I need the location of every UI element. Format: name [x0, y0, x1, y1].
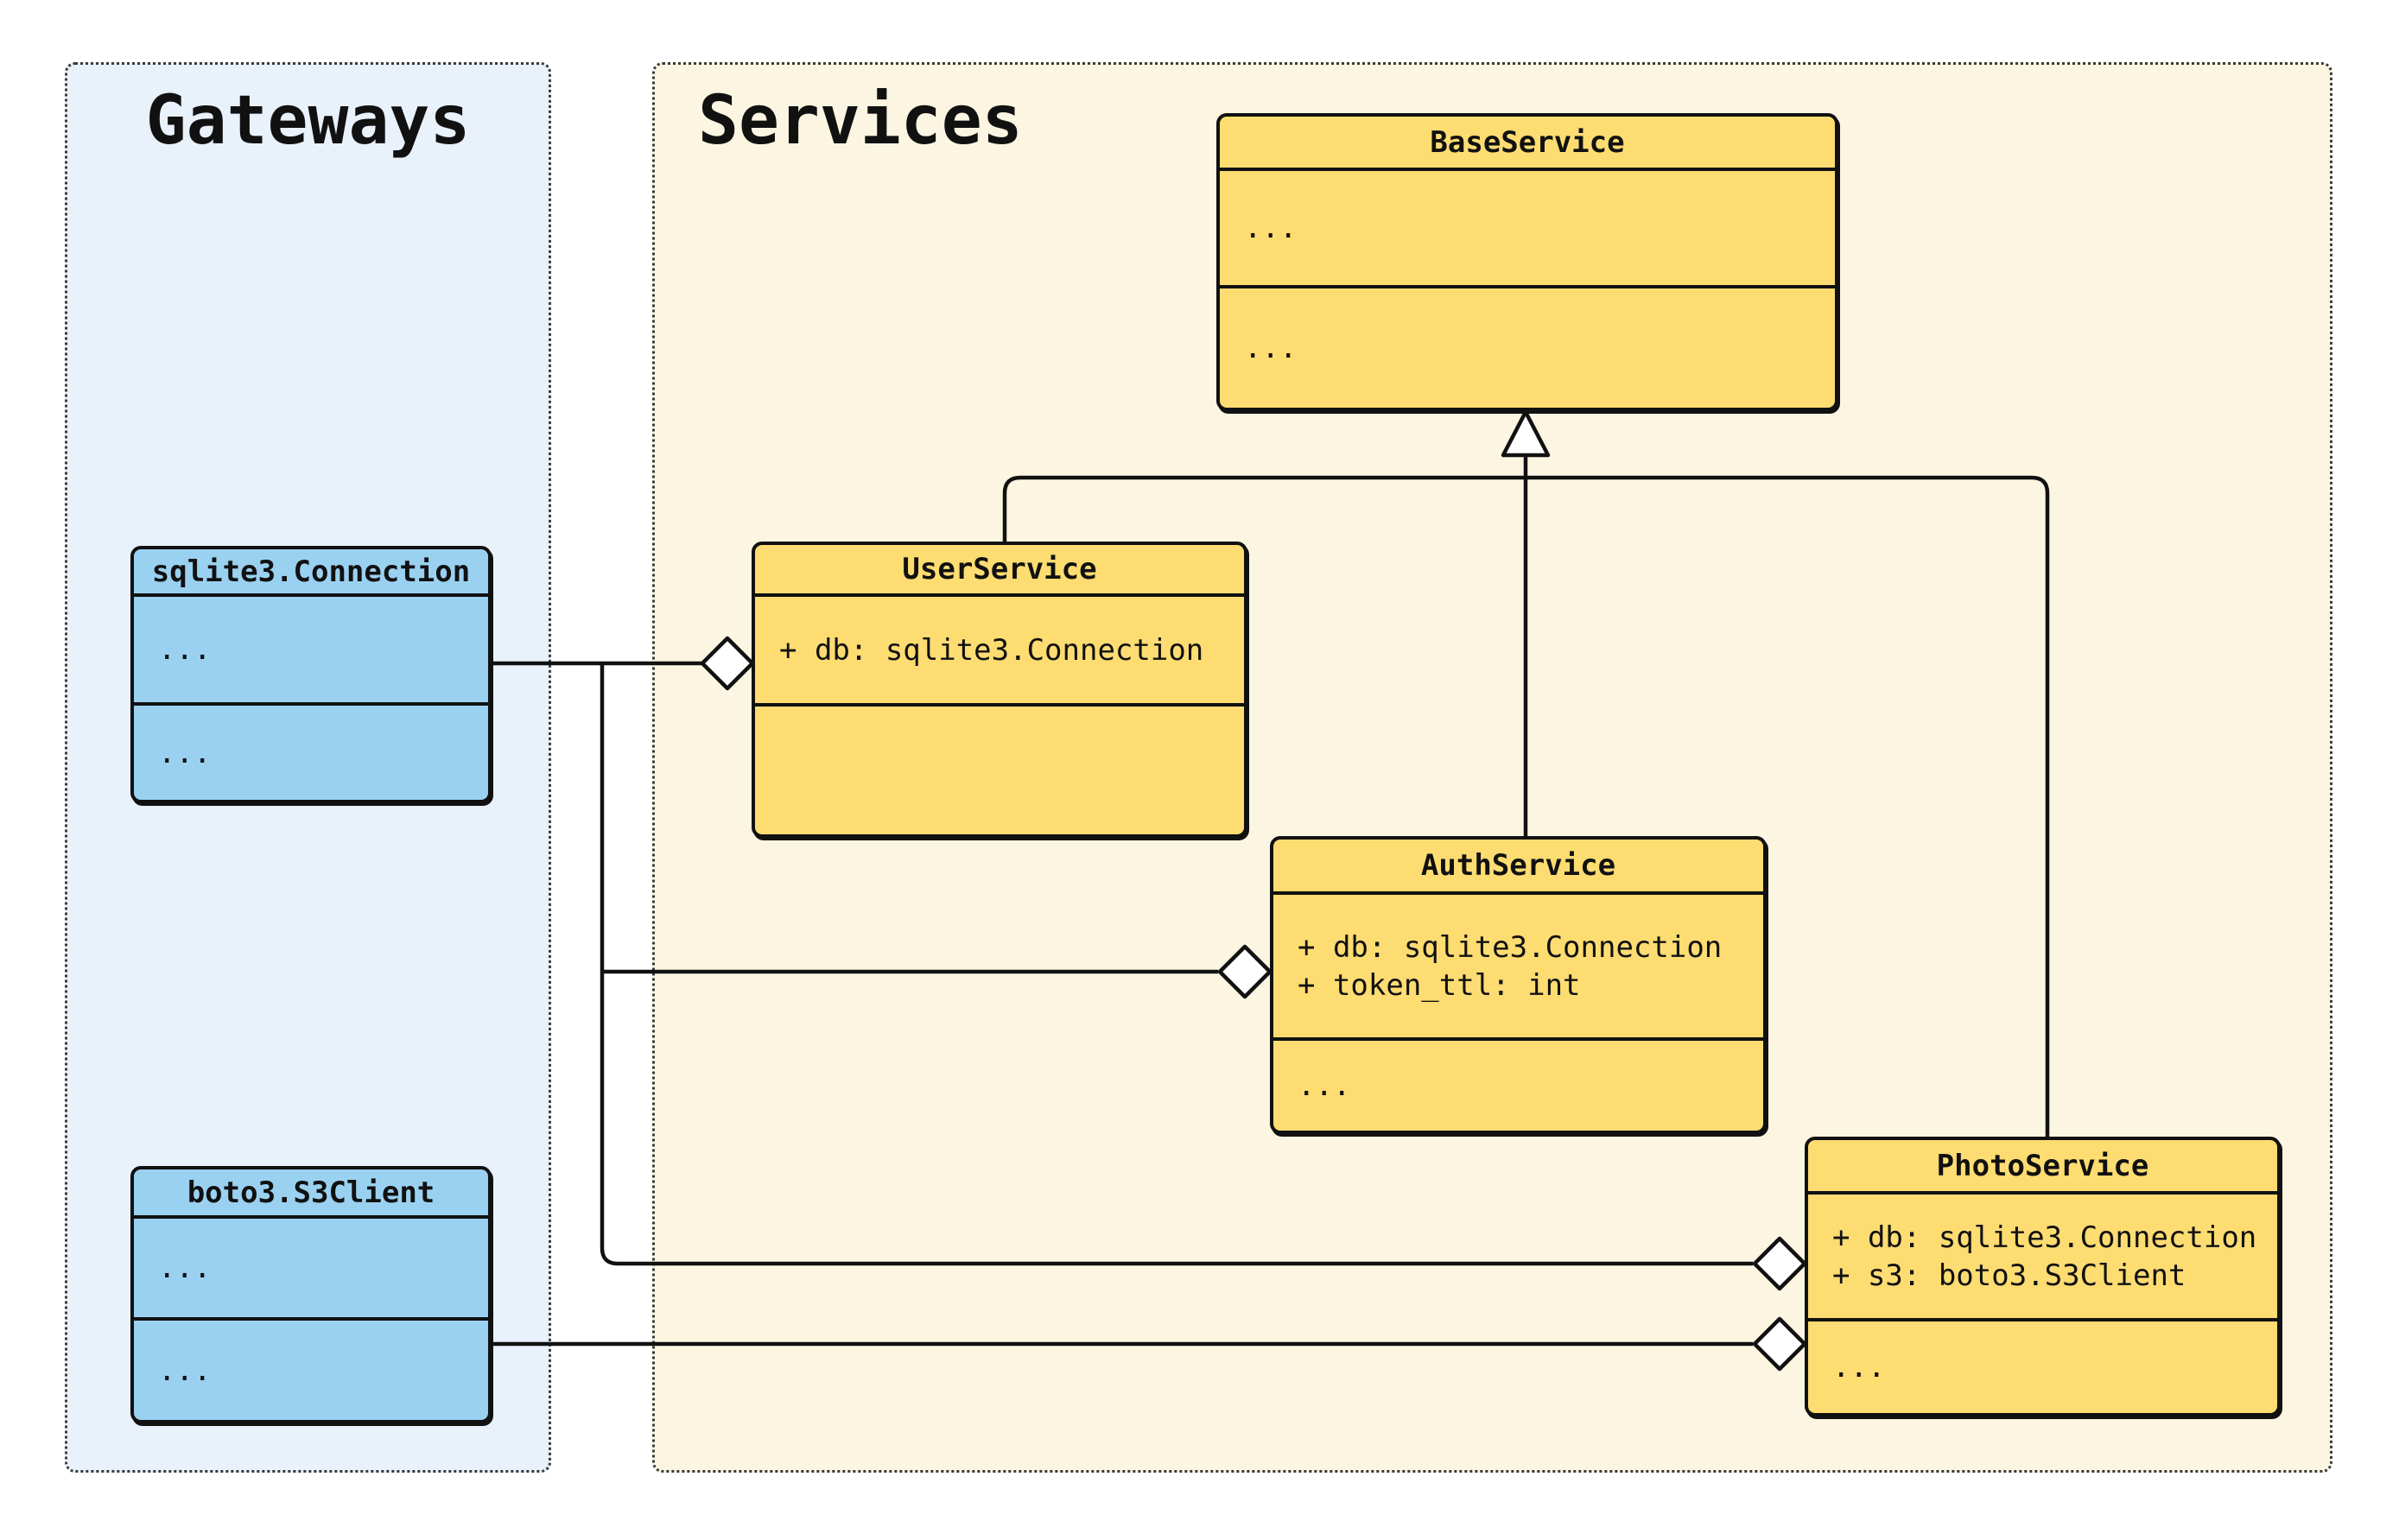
class-title: PhotoService — [1808, 1140, 2277, 1195]
class-title: UserService — [755, 545, 1244, 597]
class-attribute: + db: sqlite3.Connection — [779, 632, 1204, 668]
class-attribute: + token_ttl: int — [1298, 967, 1581, 1003]
class-attribute: + s3: boto3.S3Client — [1832, 1258, 2186, 1293]
class-photoservice: PhotoService + db: sqlite3.Connection + … — [1805, 1137, 2281, 1416]
gateways-panel-title: Gateways — [145, 82, 471, 160]
class-attribute: ... — [1244, 211, 1298, 245]
class-title: boto3.S3Client — [134, 1169, 488, 1219]
class-attribute: ... — [158, 632, 212, 667]
services-panel-title: Services — [698, 82, 1023, 160]
class-method: ... — [158, 735, 212, 770]
class-sqlite3-connection: sqlite3.Connection ... ... — [130, 546, 492, 803]
class-title: sqlite3.Connection — [134, 549, 488, 597]
class-method: ... — [1832, 1350, 1886, 1385]
class-userservice: UserService + db: sqlite3.Connection — [752, 542, 1247, 838]
class-title: BaseService — [1220, 117, 1835, 171]
class-attribute: + db: sqlite3.Connection — [1298, 929, 1723, 965]
class-boto3-s3client: boto3.S3Client ... ... — [130, 1166, 492, 1423]
class-method: ... — [158, 1353, 212, 1388]
class-title: AuthService — [1273, 840, 1763, 895]
class-method: ... — [1244, 331, 1298, 365]
class-attribute: ... — [158, 1251, 212, 1285]
class-method: ... — [1298, 1068, 1351, 1103]
class-authservice: AuthService + db: sqlite3.Connection + t… — [1270, 836, 1767, 1134]
class-baseservice: BaseService ... ... — [1216, 113, 1838, 411]
empty-methods-compartment — [755, 707, 1244, 834]
class-attribute: + db: sqlite3.Connection — [1832, 1220, 2257, 1255]
